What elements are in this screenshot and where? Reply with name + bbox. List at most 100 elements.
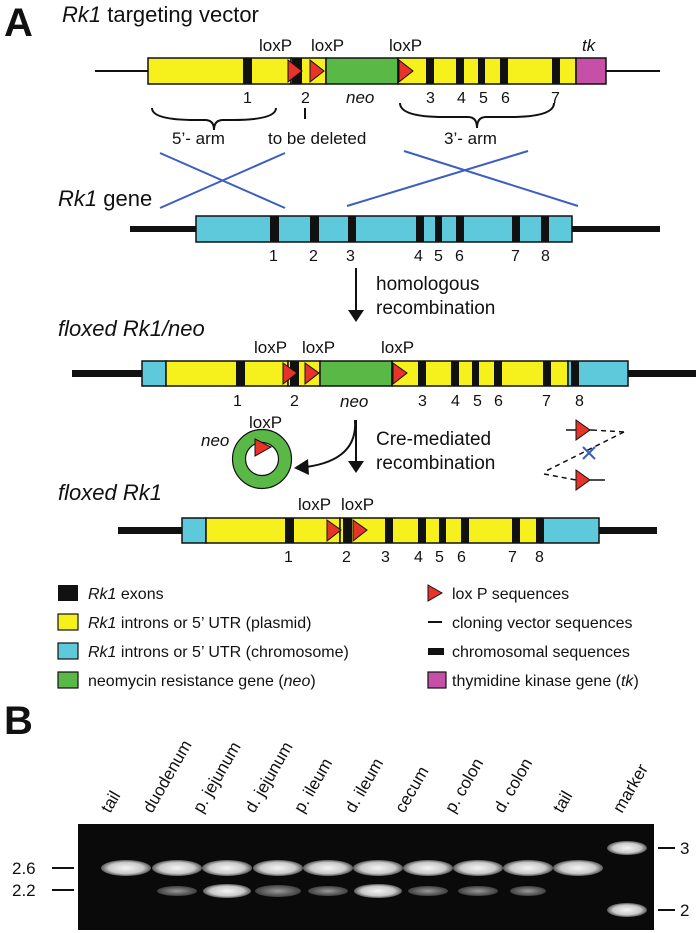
targeting-vector-title: Rk1 targeting vector [62,2,259,27]
gene-exon-numbers: 1 2 3 4 5 6 7 8 [269,248,550,265]
svg-text:2: 2 [301,90,310,107]
loxp-triangle [309,58,325,84]
gene-title: Rk1 gene [58,186,152,211]
legend-chromosomal: chromosomal sequences [452,644,630,661]
lane-label: tail [549,788,576,816]
arrow-down-icon [348,420,364,473]
gene-construct [130,215,660,243]
crossover-lines [159,150,579,209]
floxed-neo-exon-numbers: 1 2 3 4 5 6 7 8 [233,393,584,410]
svg-text:3: 3 [680,839,689,858]
step-homologous: homologous [376,274,480,295]
exon-3 [426,58,434,84]
svg-text:3: 3 [381,549,390,566]
loxp-label: loxP [298,495,331,514]
lane-label: d. colon [490,755,536,816]
panel-b-letter: B [4,699,33,743]
lane-label: duodenum [139,737,196,816]
floxed-title: floxed Rk1 [58,480,162,505]
floxed-construct [118,517,657,544]
loxp-label: loxP [259,36,292,55]
lane-label: marker [609,760,652,816]
legend-swatch-neo [57,671,79,689]
svg-text:7: 7 [542,393,551,410]
curved-arrow-icon [294,419,357,475]
legend-neo: neomycin resistance gene (neo) [88,673,316,690]
loxp-label: loxP [381,338,414,357]
legend-chromosome: Rk1 introns or 5’ UTR (chromosome) [88,644,349,661]
five-arm-brace [151,107,277,131]
deleted-label: to be deleted [268,129,366,148]
circle-neo-label: neo [201,431,229,450]
legend-swatch-loxp [427,584,444,602]
svg-text:4: 4 [451,393,460,410]
legend-tk: thymidine kinase gene (tk) [452,673,639,690]
floxed-exon-numbers: 1 2 3 4 5 6 7 8 [284,549,544,566]
svg-text:2: 2 [680,901,689,920]
svg-text:8: 8 [575,393,584,410]
step-cre-mediated: Cre-mediated [376,429,491,450]
svg-text:1: 1 [233,393,242,410]
three-arm-brace [399,102,555,129]
lane-label: tail [97,788,124,816]
lane-label: cecum [391,763,432,816]
legend-loxp: lox P sequences [452,586,569,603]
lane-label: p. ileum [290,755,336,816]
svg-text:5: 5 [479,90,488,107]
lane-label: d. ileum [341,755,387,816]
floxed-neo-title: floxed Rk1/neo [58,316,205,341]
targeting-exon-numbers: 1 2 3 4 5 6 7 [243,90,560,107]
legend-plasmid: Rk1 introns or 5’ UTR (plasmid) [88,615,311,632]
three-arm-label: 3’- arm [444,129,497,148]
legend-swatch-chromosomal [428,648,444,655]
svg-text:8: 8 [535,549,544,566]
svg-text:8: 8 [541,248,550,265]
svg-text:7: 7 [511,248,520,265]
svg-text:5: 5 [435,549,444,566]
step-cre-recombination: recombination [376,453,495,474]
legend-exons: Rk1 exons [88,586,164,603]
svg-text:3: 3 [346,248,355,265]
svg-text:4: 4 [414,248,423,265]
loxp-label: loxP [254,338,287,357]
legend-swatch-exons [58,585,78,601]
exon-6 [500,58,508,84]
svg-text:6: 6 [455,248,464,265]
step-recombination: recombination [376,298,495,319]
neo-circle [231,428,293,490]
svg-text:2.6: 2.6 [12,859,36,878]
svg-text:1: 1 [243,90,252,107]
exon-7 [552,58,560,84]
svg-text:2: 2 [290,393,299,410]
svg-text:6: 6 [457,549,466,566]
svg-text:2: 2 [309,248,318,265]
svg-text:3: 3 [418,393,427,410]
svg-text:1: 1 [269,248,278,265]
recombination-schematic [543,419,625,491]
svg-text:5: 5 [434,248,443,265]
legend-cloning: cloning vector sequences [452,615,633,632]
loxp-triangle [287,58,303,84]
loxp-label: loxP [311,36,344,55]
lane-label: d. jejunum [241,739,297,816]
tk-label: tk [582,36,597,55]
right-size-marks: 3 2 [658,839,689,920]
exon-5 [478,58,485,84]
legend-swatch-chromosome [57,642,79,660]
five-arm-label: 5’- arm [172,129,225,148]
svg-text:7: 7 [508,549,517,566]
lane-labels: tail duodenum p. jejunum d. jejunum p. i… [97,737,652,816]
neo-label: neo [340,392,368,411]
svg-text:5: 5 [473,393,482,410]
gel-image [78,824,654,930]
exon-1 [243,58,252,84]
loxp-triangle [398,58,414,84]
svg-text:2: 2 [342,549,351,566]
exon-4 [456,58,464,84]
svg-text:6: 6 [494,393,503,410]
targeting-vector-construct [95,57,660,85]
svg-text:6: 6 [501,90,510,107]
svg-text:7: 7 [551,90,560,107]
floxed-neo-construct [72,360,696,387]
loxp-label: loxP [389,36,422,55]
